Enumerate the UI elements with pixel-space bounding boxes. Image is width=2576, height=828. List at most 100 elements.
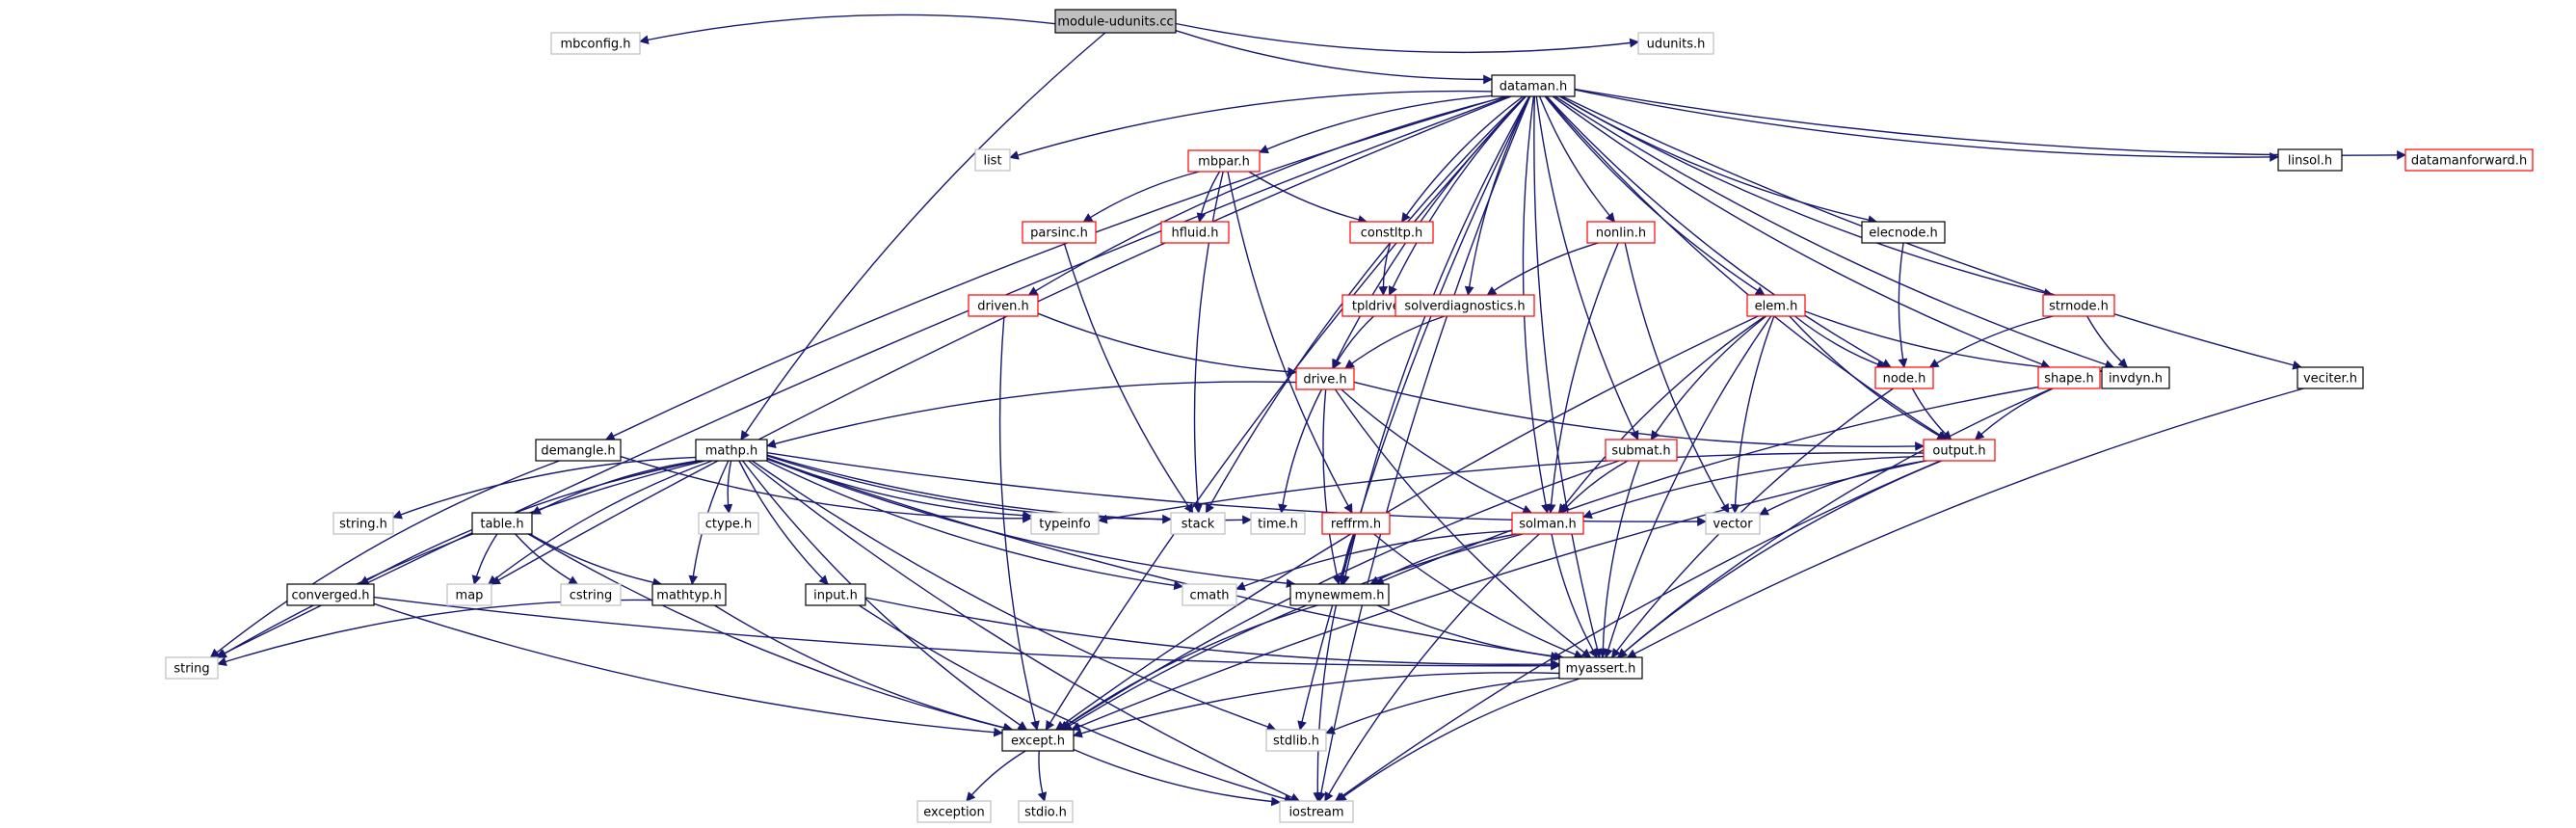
- node-myassert-h[interactable]: myassert.h: [1558, 656, 1643, 680]
- edge-elem-h-to-except-h: [1054, 315, 1759, 731]
- edge-output-h-to-iostream: [1334, 460, 1941, 802]
- edge-mathp-h-to-map: [488, 460, 713, 585]
- node-label: constltp.h: [1361, 227, 1423, 241]
- edge-elem-h-to-myassert-h: [1604, 315, 1772, 658]
- edge-except-h-to-exception: [966, 750, 1026, 802]
- edge-mbpar-h-to-stack: [1193, 171, 1224, 514]
- node-box: [1279, 800, 1354, 823]
- node-node-h[interactable]: node.h: [1874, 366, 1934, 389]
- node-box: [1018, 800, 1074, 823]
- node-solman-h[interactable]: solman.h: [1511, 512, 1584, 535]
- node-mynewmem-h[interactable]: mynewmem.h: [1289, 583, 1390, 606]
- edge-shape-h-to-mynewmem-h: [1374, 386, 2039, 586]
- node-box: [332, 512, 394, 535]
- node-label: list: [983, 154, 1001, 169]
- edge-mathp-h-to-except-h: [742, 460, 1028, 731]
- node-box: [1022, 221, 1097, 244]
- edge-solman-h-to-cmath: [1235, 530, 1513, 591]
- edge-dataman-h-to-tpldrive-h: [1388, 95, 1527, 296]
- node-nonlin-h[interactable]: nonlin.h: [1586, 221, 1656, 244]
- node-submat-h[interactable]: submat.h: [1605, 439, 1678, 462]
- node-label: iostream: [1288, 806, 1343, 820]
- node-parsinc-h[interactable]: parsinc.h: [1022, 221, 1097, 244]
- edge-strnode-h-to-invdyn-h: [2086, 315, 2129, 368]
- edge-dataman-h-to-strnode-h: [1558, 95, 2054, 298]
- node-box: [1394, 294, 1535, 317]
- node-label: module-udunits.cc: [1057, 15, 1173, 30]
- node-typeinfo: typeinfo: [1030, 512, 1100, 535]
- node-veciter-h[interactable]: veciter.h: [2297, 366, 2364, 389]
- edge-mathp-h-to-stdlib-h: [752, 460, 1277, 732]
- node-strnode-h[interactable]: strnode.h: [2042, 294, 2115, 317]
- node-label: table.h: [480, 518, 523, 532]
- edge-shape-h-to-output-h: [1974, 387, 2054, 441]
- node-constltp-h[interactable]: constltp.h: [1349, 221, 1434, 244]
- node-iostream: iostream: [1279, 800, 1354, 823]
- edge-solman-h-to-myassert-h: [1551, 533, 1598, 658]
- node-label: cmath: [1189, 589, 1229, 603]
- node-mathp-h[interactable]: mathp.h: [695, 439, 768, 462]
- edge-demangle-h-to-typeinfo: [620, 455, 1032, 523]
- node-hfluid-h[interactable]: hfluid.h: [1160, 221, 1230, 244]
- node-label: invdyn.h: [2109, 372, 2163, 387]
- node-box: [1923, 439, 1996, 462]
- node-time-h: time.h: [1250, 512, 1306, 535]
- node-solverdiagnostics-h[interactable]: solverdiagnostics.h: [1394, 294, 1535, 317]
- edge-driven-h-to-drive-h: [1037, 312, 1297, 377]
- node-mathtyp-h[interactable]: mathtyp.h: [651, 583, 727, 606]
- node-box: [1321, 512, 1391, 535]
- edge-except-h-to-stdio-h: [1037, 750, 1048, 802]
- edge-output-h-to-typeinfo: [1098, 452, 1925, 524]
- edge-dataman-h-to-string: [215, 95, 1509, 658]
- node-box: [1586, 221, 1656, 244]
- node-box: [1746, 294, 1806, 317]
- edge-node-h-to-output-h: [1911, 387, 1952, 441]
- node-drive-h[interactable]: drive.h: [1295, 367, 1355, 390]
- edge-converged-h-to-except-h: [373, 602, 1003, 737]
- node-linsol-h[interactable]: linsol.h: [2277, 148, 2343, 172]
- node-input-h[interactable]: input.h: [805, 583, 866, 606]
- edge-strnode-h-to-node-h: [1928, 315, 2054, 368]
- edge-dataman-h-to-datamanforward-h: [1574, 88, 2406, 160]
- node-module-udunits-cc[interactable]: module-udunits.cc: [1054, 9, 1177, 34]
- node-string: string: [165, 656, 219, 680]
- node-label: exception: [923, 806, 985, 820]
- node-table-h[interactable]: table.h: [471, 512, 533, 535]
- node-invdyn-h[interactable]: invdyn.h: [2101, 366, 2170, 389]
- node-driven-h[interactable]: driven.h: [968, 294, 1039, 317]
- edge-solman-h-to-iostream: [1324, 533, 1540, 802]
- node-converged-h[interactable]: converged.h: [286, 583, 375, 606]
- edge-node-h-to-myassert-h: [1610, 387, 1894, 658]
- edge-myassert-h-to-except-h: [1073, 672, 1560, 738]
- node-demangle-h[interactable]: demangle.h: [535, 439, 622, 462]
- edge-mathp-h-to-ctype-h: [723, 460, 733, 514]
- edge-reffrm-h-to-myassert-h: [1373, 533, 1584, 659]
- edge-mbpar-h-to-reffrm-h: [1227, 171, 1353, 514]
- edge-drive-h-to-output-h: [1353, 381, 1925, 451]
- node-cmath: cmath: [1182, 583, 1237, 606]
- edge-drive-h-to-time-h: [1278, 388, 1323, 514]
- node-reffrm-h[interactable]: reffrm.h: [1321, 512, 1391, 535]
- node-box: [695, 439, 768, 462]
- node-elecnode-h[interactable]: elecnode.h: [1861, 221, 1946, 244]
- node-box: [2101, 366, 2170, 389]
- edge-mathp-h-to-converged-h: [359, 460, 703, 585]
- node-box: [1001, 729, 1075, 752]
- node-box: [968, 294, 1039, 317]
- edge-elem-h-to-submat-h: [1650, 315, 1767, 441]
- node-datamanforward-h[interactable]: datamanforward.h: [2404, 148, 2534, 172]
- node-label: cstring: [570, 589, 612, 603]
- node-list: list: [974, 148, 1011, 172]
- node-output-h[interactable]: output.h: [1923, 439, 1996, 462]
- node-mbpar-h[interactable]: mbpar.h: [1187, 149, 1261, 173]
- node-shape-h[interactable]: shape.h: [2037, 366, 2101, 389]
- node-label: solverdiagnostics.h: [1404, 300, 1525, 314]
- node-except-h[interactable]: except.h: [1001, 729, 1075, 752]
- edge-mathp-h-to-myassert-h: [766, 458, 1560, 661]
- edge-mbpar-h-to-hfluid-h: [1196, 171, 1221, 223]
- node-dataman-h[interactable]: dataman.h: [1491, 74, 1576, 97]
- node-box: [1160, 221, 1230, 244]
- node-elem-h[interactable]: elem.h: [1746, 294, 1806, 317]
- node-box: [2042, 294, 2115, 317]
- node-exception: exception: [916, 800, 992, 823]
